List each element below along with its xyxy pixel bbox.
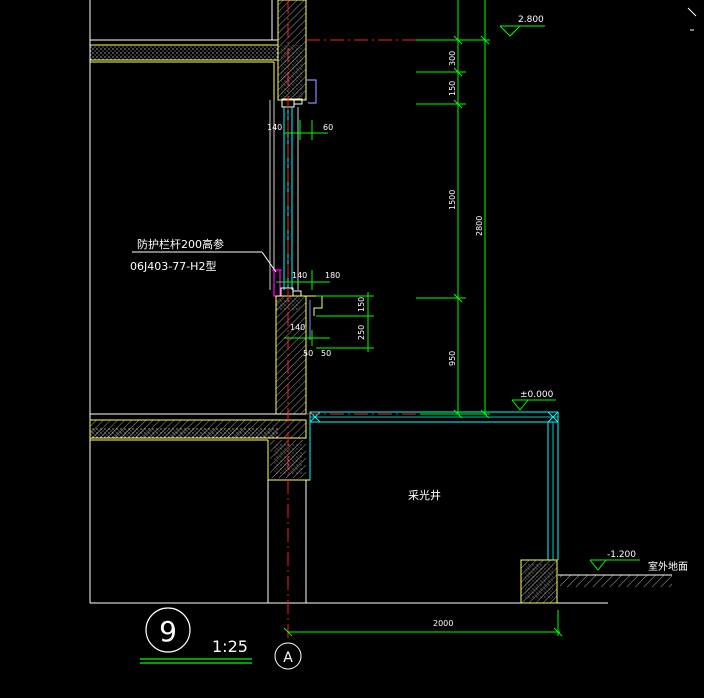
corner-tick: [687, 7, 697, 17]
dim-60: 60: [323, 123, 333, 132]
sill-hardware: [280, 287, 323, 340]
lightwell-label: 采光井: [408, 488, 441, 502]
elevation-outdoor-label: -1.200: [607, 550, 636, 560]
rail-note-line2: 06J403-77-H2型: [130, 259, 216, 273]
dim-180: 180: [325, 271, 340, 280]
rail-note-line1: 防护栏杆200高参: [137, 237, 224, 251]
interior-wall-lines: [89, 0, 273, 603]
dim-140-top: 140: [267, 123, 282, 132]
elevation-ground-label: ±0.000: [520, 390, 554, 400]
dim-1500: 1500: [448, 190, 457, 210]
dim-150-sill: 150: [357, 297, 366, 312]
dimension-lines: [276, 0, 563, 637]
dim-140-bottom: 140: [290, 323, 305, 332]
detail-symbol: 9 1:25: [140, 607, 252, 664]
detail-scale: 1:25: [212, 637, 248, 656]
dim-2800: 2800: [475, 216, 484, 236]
axis-label: A: [283, 650, 293, 666]
dim-300: 300: [448, 51, 457, 66]
lightwell-frame: [309, 411, 559, 560]
centerline: [287, 0, 420, 640]
detail-number: 9: [159, 615, 177, 648]
upper-floor-slab: [89, 39, 279, 100]
outdoor-earth: [558, 574, 672, 587]
window-glazing: [269, 100, 299, 290]
rail-note: 防护栏杆200高参 06J403-77-H2型: [130, 237, 277, 273]
dim-2000: 2000: [433, 619, 453, 628]
dim-250: 250: [357, 325, 366, 340]
outdoor-ground-label: 室外地面: [648, 560, 688, 573]
dim-950: 950: [448, 351, 457, 366]
lightwell-retaining-wall: [520, 559, 558, 604]
dim-140-sill: 140: [292, 271, 307, 280]
lower-wall: [275, 295, 307, 415]
dim-150-top: 150: [448, 81, 457, 96]
axis-bubble: A: [274, 642, 302, 670]
ground-floor-slab: [89, 413, 311, 481]
dim-50-left: 50: [303, 349, 313, 358]
elevation-top-label: 2.800: [518, 15, 544, 25]
upper-wall: [277, 0, 307, 101]
elevation-marks: [499, 25, 640, 571]
dim-50-right: 50: [321, 349, 331, 358]
